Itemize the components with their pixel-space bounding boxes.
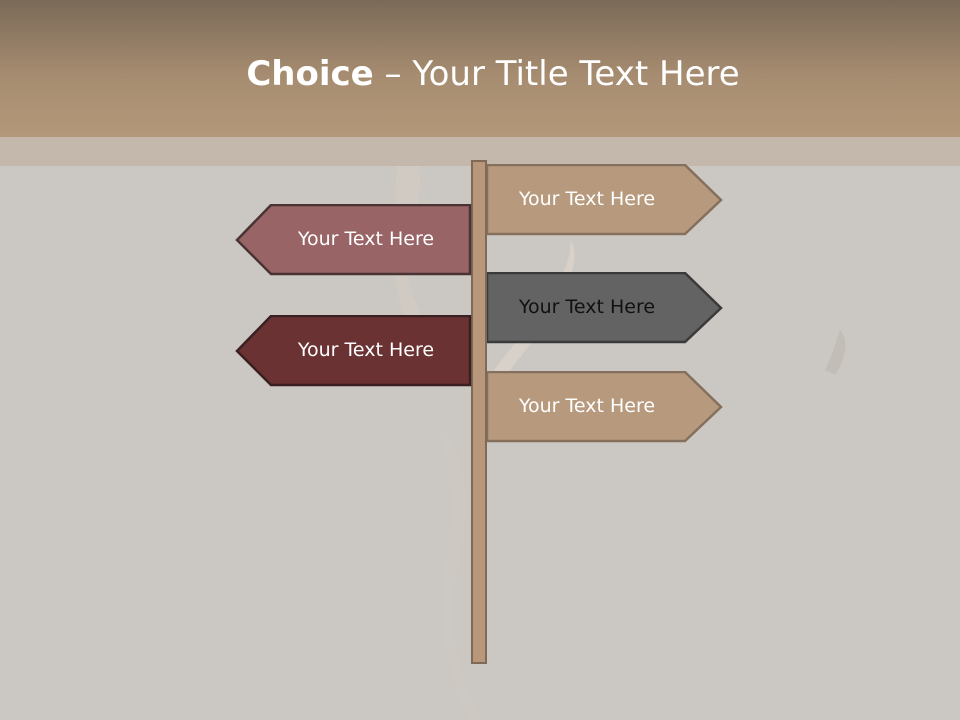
- slide-title-bold: Choice: [246, 54, 374, 94]
- sign-left-1-shape: [235, 204, 472, 276]
- sign-right-2-shape: [487, 272, 723, 344]
- sign-left-2: Your Text Here: [233, 315, 473, 387]
- title-bar: [0, 0, 960, 137]
- signpost-pole: [471, 160, 487, 664]
- sign-right-1-shape: [487, 164, 723, 236]
- sign-right-2: Your Text Here: [487, 272, 727, 344]
- sign-left-2-label: Your Text Here: [297, 339, 435, 361]
- sign-right-1: Your Text Here: [487, 164, 727, 236]
- sign-left-2-shape: [235, 315, 472, 387]
- sign-right-1-label: Your Text Here: [518, 188, 656, 210]
- sign-left-1-label: Your Text Here: [297, 228, 435, 250]
- sign-right-3: Your Text Here: [487, 371, 727, 443]
- slide-title: Choice – Your Title Text Here: [0, 52, 960, 96]
- sign-left-1: Your Text Here: [233, 204, 473, 276]
- sign-right-3-shape: [487, 371, 723, 443]
- sign-right-3-label: Your Text Here: [518, 395, 656, 417]
- slide-title-text: – Your Title Text Here: [373, 54, 740, 94]
- sign-right-2-label: Your Text Here: [518, 296, 656, 318]
